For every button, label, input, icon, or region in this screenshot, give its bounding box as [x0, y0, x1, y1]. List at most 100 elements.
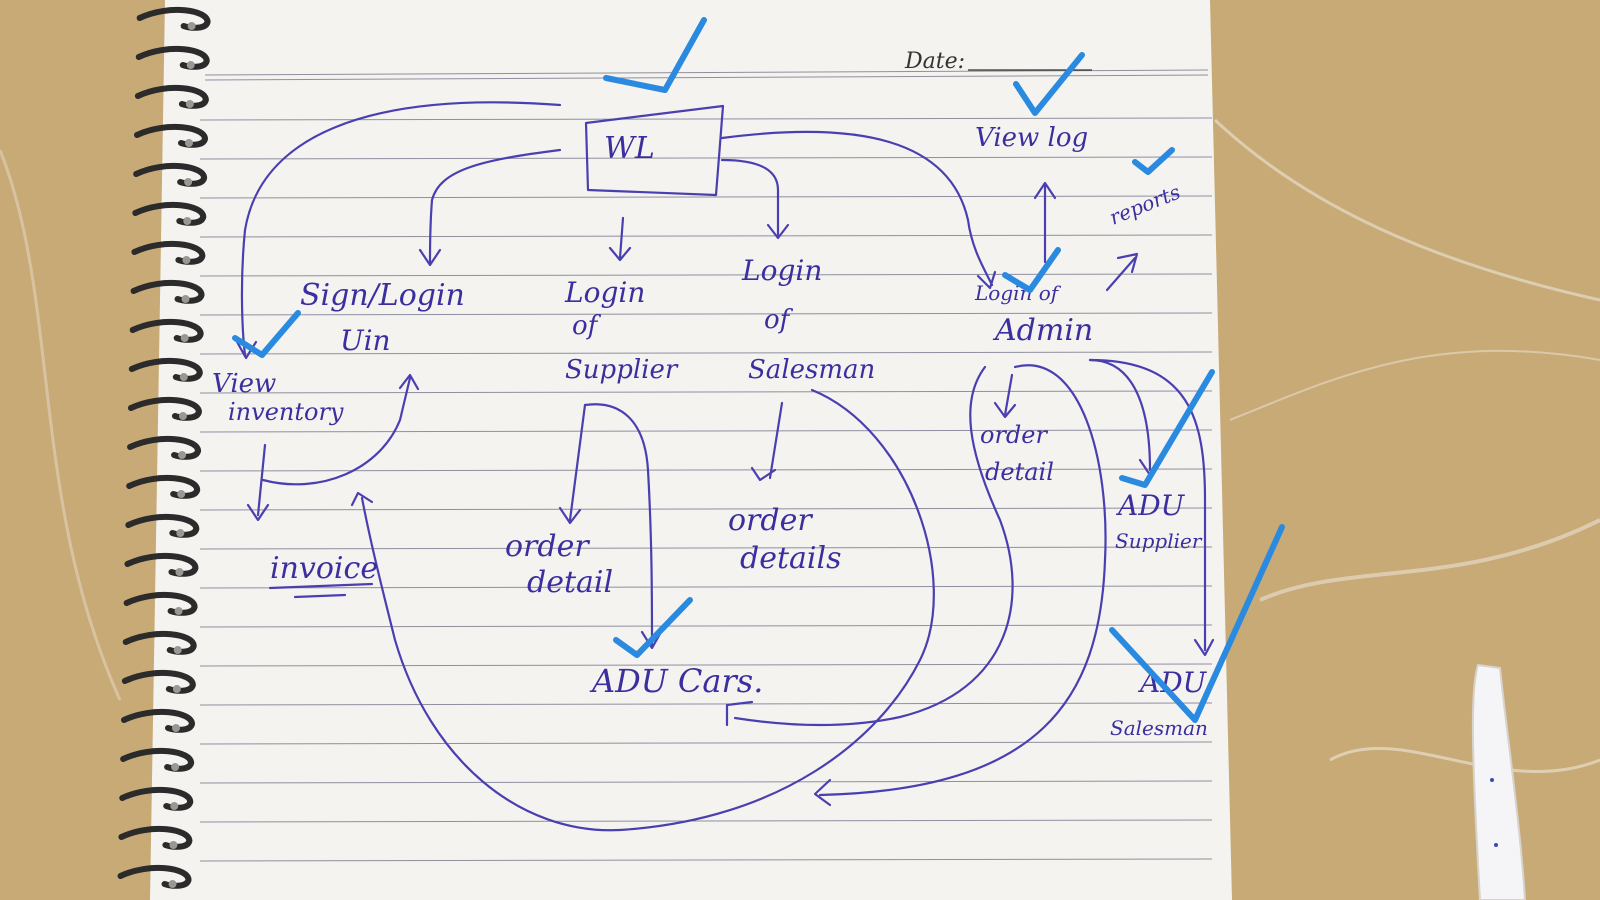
- ruled-line: [199, 858, 1213, 862]
- node-order-details-salesman-line2: details: [740, 541, 841, 576]
- binding-hole: [179, 373, 188, 381]
- ruled-line: [199, 390, 1213, 394]
- ruled-line: [199, 195, 1213, 199]
- binding-hole: [180, 334, 189, 342]
- ruled-line: [199, 312, 1213, 316]
- node-sign-login-line2: Uin: [340, 324, 391, 357]
- check-icon: [232, 310, 301, 358]
- ruled-line: [199, 702, 1213, 706]
- ruled-line: [199, 780, 1213, 784]
- binding-hole: [187, 22, 196, 30]
- node-adu-supplier-line2: Supplier: [1115, 529, 1203, 553]
- arrow-admin-to-adu-salesman: [1088, 358, 1207, 652]
- ruled-line: [199, 429, 1213, 433]
- binding-hole: [181, 295, 190, 303]
- arrow-wl-to-login-salesman: [720, 158, 780, 237]
- check-icon: [1002, 247, 1061, 293]
- ruled-line: [199, 546, 1213, 550]
- node-login-supplier: Login: [564, 276, 645, 309]
- arrow-supplier-to-order-detail: [568, 403, 587, 522]
- binding-hole: [169, 841, 178, 849]
- arrow-inventory-to-invoice: [256, 443, 267, 517]
- node-view-log: View log: [975, 123, 1088, 153]
- arrow-admin-to-adu-cars: [733, 365, 1014, 727]
- node-order-details-salesman: order: [728, 503, 813, 538]
- binding-hole: [174, 607, 183, 615]
- node-order-detail-supplier: order: [505, 529, 590, 564]
- node-login-salesman: Login: [741, 254, 822, 287]
- ruled-line: [199, 663, 1213, 667]
- node-login-admin-line2: Admin: [992, 313, 1093, 348]
- binding-hole: [184, 178, 193, 186]
- ruled-line: [199, 117, 1213, 121]
- ruled-line: [199, 351, 1213, 355]
- binding-hole: [178, 412, 187, 420]
- binding-hole: [183, 217, 192, 225]
- ruled-line: [199, 156, 1213, 160]
- node-adu-supplier: ADU: [1115, 489, 1186, 522]
- arrow-wl-to-sign-login: [428, 148, 562, 264]
- node-login-salesman-line3: Salesman: [748, 355, 875, 385]
- binding-hole: [182, 256, 191, 264]
- binding-hole: [176, 529, 185, 537]
- ruled-line: [199, 819, 1213, 823]
- check-icon: [1119, 369, 1215, 488]
- diagram-nodes: WL Sign/Login Uin Login of Supplier Logi…: [212, 123, 1208, 740]
- check-icon: [1132, 147, 1175, 175]
- ruled-line: [199, 507, 1213, 511]
- node-view-inventory-line2: inventory: [228, 398, 344, 426]
- binding-hole: [186, 61, 195, 69]
- node-login-supplier-line2: of: [572, 311, 602, 341]
- arrow-admin-to-order-detail: [1003, 373, 1014, 417]
- node-adu-cars: ADU Cars.: [589, 662, 763, 700]
- check-icon: [603, 17, 707, 93]
- binding-hole: [173, 646, 182, 654]
- binding-hole: [172, 685, 181, 693]
- arrow-supplier-to-adu-cars: [583, 403, 654, 647]
- binding-hole: [171, 763, 180, 771]
- notebook-page: [150, 0, 1232, 900]
- ruled-line: [199, 234, 1213, 238]
- check-icon: [1109, 524, 1285, 723]
- arrow-salesman-to-order-details: [768, 401, 784, 480]
- binding-hole: [185, 100, 194, 108]
- binding-hole: [185, 139, 193, 147]
- binding-hole: [177, 490, 186, 498]
- binding-hole: [168, 880, 177, 888]
- arrow-wl-to-login-admin: [720, 130, 994, 287]
- node-login-supplier-line3: Supplier: [565, 355, 679, 385]
- node-wl: WL: [604, 131, 655, 166]
- check-icon: [1013, 52, 1085, 116]
- node-order-detail-supplier-line2: detail: [527, 565, 613, 600]
- pen: [1471, 663, 1527, 900]
- arrow-wl-to-view-inventory: [240, 101, 562, 357]
- binding-hole: [175, 568, 184, 576]
- arrow-admin-to-reports: [1105, 256, 1137, 292]
- diagram-edges: [234, 101, 1215, 832]
- node-sign-login: Sign/Login: [300, 278, 465, 313]
- node-order-detail-admin: order: [980, 421, 1048, 449]
- review-checkmarks: [232, 17, 1285, 723]
- node-view-inventory: View: [212, 369, 276, 399]
- ruled-line: [199, 624, 1213, 628]
- arrow-wl-to-login-supplier: [618, 216, 625, 260]
- spiral-binding: [117, 6, 211, 889]
- binding-hole: [178, 451, 187, 459]
- arrow-salesman-to-invoice: [360, 388, 935, 832]
- check-icon: [613, 597, 693, 658]
- binding-hole: [172, 724, 180, 732]
- date-label: Date:: [904, 49, 965, 74]
- arrow-admin-to-adu-supplier: [1088, 358, 1152, 472]
- ruled-line: [199, 741, 1213, 745]
- ruled-line: [199, 585, 1213, 589]
- ruled-lines: [199, 117, 1213, 862]
- arrow-admin-loop: [818, 364, 1107, 797]
- node-invoice: invoice: [270, 551, 378, 586]
- ruled-line: [199, 468, 1213, 472]
- node-order-detail-admin-line2: detail: [985, 458, 1054, 486]
- arrow-inventory-to-sign-login: [261, 376, 412, 486]
- wl-box: [584, 104, 725, 197]
- binding-hole: [170, 802, 179, 810]
- node-login-salesman-line2: of: [764, 305, 794, 335]
